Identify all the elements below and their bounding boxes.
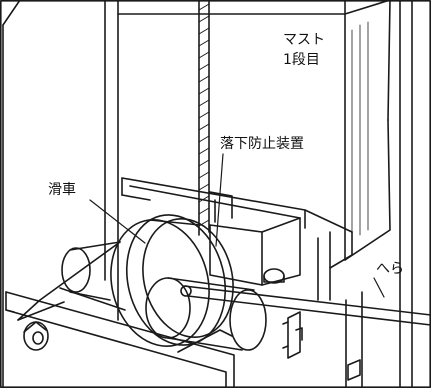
mast-label-line2: 1段目	[283, 52, 320, 68]
leader-lines	[89, 153, 385, 298]
bolt	[23, 321, 49, 351]
mast-label-line1: マスト	[283, 32, 325, 48]
axle	[17, 241, 121, 321]
fall-prevention-leader	[215, 153, 224, 247]
spatula	[180, 285, 431, 326]
mast	[2, 0, 413, 388]
shaft	[145, 277, 267, 351]
latch	[282, 311, 303, 359]
side-plate	[5, 287, 235, 388]
fall-prevention-device	[209, 217, 301, 286]
fall-prevention-label: 落下防止装置	[220, 136, 304, 152]
spatula-label: へら	[376, 261, 404, 277]
knob	[263, 268, 285, 284]
spatula-leader	[373, 277, 385, 298]
pulley-label: 滑車	[48, 181, 76, 198]
mast-base	[345, 291, 363, 388]
pulley-leader	[89, 199, 146, 244]
channel-bracket	[121, 177, 353, 301]
